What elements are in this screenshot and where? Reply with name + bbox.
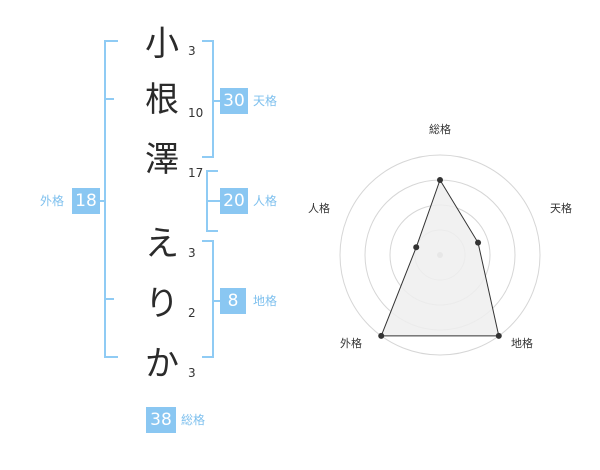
name-char-6: か <box>145 344 179 384</box>
name-char-5: り <box>145 284 179 324</box>
name-char-4: え <box>145 224 179 264</box>
radar-point-4 <box>413 244 420 251</box>
outer-left-tick-upper <box>104 98 114 100</box>
radar-point-2 <box>495 332 502 339</box>
chikaku-label: 地格 <box>253 294 278 308</box>
stroke-count-4: 3 <box>188 246 196 260</box>
outer-left-bracket-vertical <box>104 40 106 358</box>
outer-left-bracket-top <box>104 40 118 42</box>
jinkaku-value-badge: 20 <box>220 188 248 214</box>
chikaku-connector <box>214 300 220 302</box>
jinkaku-bracket-bottom <box>206 230 218 232</box>
stroke-count-5: 2 <box>188 306 196 320</box>
radar-axis-label-jinkaku: 人格 <box>308 202 330 215</box>
soukaku-value-badge: 38 <box>146 407 176 433</box>
chikaku-value-badge: 8 <box>220 288 246 314</box>
radar-axis-label-chikaku: 地格 <box>511 337 533 350</box>
tenkaku-bracket-top <box>202 40 214 42</box>
jinkaku-bracket-top <box>206 170 218 172</box>
gaikaku-value-badge: 18 <box>72 188 100 214</box>
radar-axis-label-tenkaku: 天格 <box>550 202 572 215</box>
radar-axis-label-gaikaku: 外格 <box>340 337 362 350</box>
tenkaku-bracket-vertical <box>212 40 214 158</box>
outer-left-tick-lower <box>104 298 114 300</box>
name-char-3: 澤 <box>145 140 179 180</box>
radar-series-polygon <box>380 178 500 337</box>
radar-point-1 <box>475 239 482 246</box>
radar-point-3 <box>378 332 385 339</box>
chikaku-bracket-bottom <box>202 356 214 358</box>
soukaku-label: 総格 <box>181 413 206 427</box>
tenkaku-bracket-bottom <box>202 156 214 158</box>
gaikaku-label: 外格 <box>40 194 65 208</box>
tenkaku-value-badge: 30 <box>220 88 248 114</box>
radar-point-0 <box>437 177 443 183</box>
stroke-count-2: 10 <box>188 106 204 120</box>
jinkaku-connector <box>208 200 220 202</box>
outer-left-connector <box>98 200 104 202</box>
name-char-2: 根 <box>145 80 179 120</box>
radar-chart <box>339 154 541 356</box>
outer-left-bracket-bottom <box>104 356 118 358</box>
stroke-count-1: 3 <box>188 44 196 58</box>
stroke-count-3: 17 <box>188 166 204 180</box>
stroke-count-6: 3 <box>188 366 196 380</box>
name-char-1: 小 <box>145 24 179 64</box>
chikaku-bracket-top <box>202 240 214 242</box>
jinkaku-bracket-vertical <box>206 170 208 232</box>
chikaku-bracket-vertical <box>212 240 214 358</box>
jinkaku-label: 人格 <box>253 194 278 208</box>
tenkaku-label: 天格 <box>253 94 278 108</box>
radar-ring-4 <box>339 154 541 356</box>
radar-axis-label-soukaku: 総格 <box>429 123 451 136</box>
tenkaku-connector <box>214 100 220 102</box>
